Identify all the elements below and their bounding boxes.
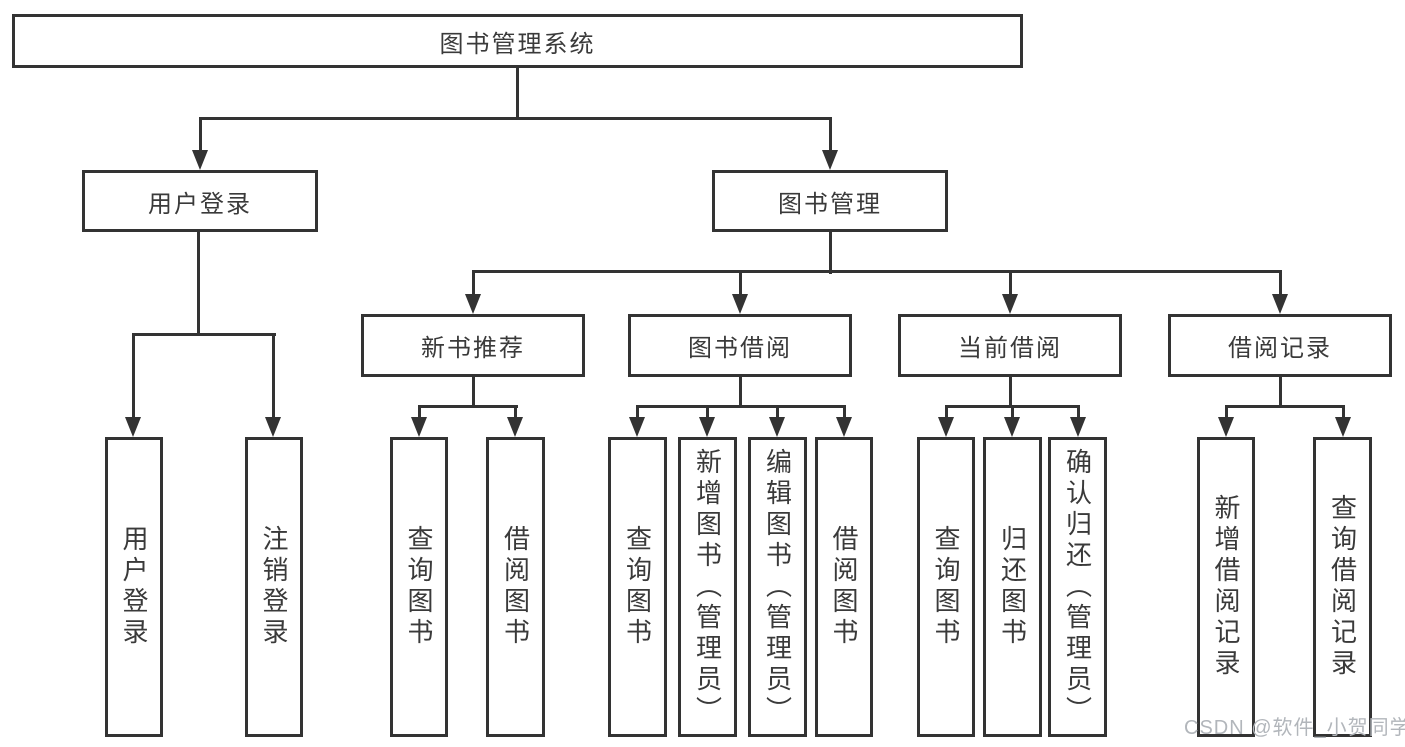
- connector-drop-book-borrow: [739, 270, 742, 296]
- connector-borrow-record-rail: [1225, 405, 1345, 408]
- connector-drop-leaf: [1342, 405, 1345, 419]
- leaf-user-login: 用户登录: [105, 437, 163, 737]
- connector-drop-leaf: [945, 405, 948, 419]
- connector-drop-current-borrow: [1009, 270, 1012, 296]
- connector-drop-borrow-record: [1279, 270, 1282, 296]
- connector-drop-leaf: [514, 405, 517, 419]
- arrowhead-down-icon: [265, 417, 281, 437]
- arrowhead-down-icon: [1002, 294, 1018, 314]
- arrowhead-down-icon: [465, 294, 481, 314]
- connector-borrow-record-stem: [1279, 377, 1282, 408]
- connector-user-login-rail: [132, 333, 276, 336]
- leaf-current-query-book: 查询图书: [917, 437, 975, 737]
- leaf-add-book-admin: 新增图书（管理员）: [678, 437, 737, 737]
- connector-recommend-stem: [472, 377, 475, 408]
- arrowhead-down-icon: [125, 417, 141, 437]
- arrowhead-down-icon: [699, 417, 715, 437]
- leaf-borrow-book: 借阅图书: [815, 437, 873, 737]
- connector-book-management-rail: [472, 270, 1282, 273]
- arrowhead-down-icon: [1335, 417, 1351, 437]
- leaf-confirm-return-admin: 确认归还（管理员）: [1048, 437, 1107, 737]
- node-book-management: 图书管理: [712, 170, 948, 232]
- connector-root-stem: [516, 68, 519, 119]
- arrowhead-down-icon: [938, 417, 954, 437]
- node-new-book-recommend: 新书推荐: [361, 314, 585, 377]
- connector-drop-leaf: [706, 405, 709, 419]
- leaf-recommend-query-book: 查询图书: [390, 437, 448, 737]
- connector-drop-leaf: [776, 405, 779, 419]
- leaf-add-borrow-record: 新增借阅记录: [1197, 437, 1255, 737]
- node-book-borrow: 图书借阅: [628, 314, 852, 377]
- connector-drop-leaf: [1077, 405, 1080, 419]
- connector-drop-book-management: [829, 117, 832, 152]
- leaf-return-book: 归还图书: [983, 437, 1042, 737]
- leaf-query-borrow-record: 查询借阅记录: [1313, 437, 1372, 737]
- connector-drop-user-login: [199, 117, 202, 152]
- node-current-borrow: 当前借阅: [898, 314, 1122, 377]
- connector-drop-leaf: [843, 405, 846, 419]
- leaf-edit-book-admin: 编辑图书（管理员）: [748, 437, 807, 737]
- connector-drop-leaf: [1225, 405, 1228, 419]
- connector-drop-new-book-recommend: [472, 270, 475, 296]
- leaf-logout: 注销登录: [245, 437, 303, 737]
- connector-drop-leaf: [1011, 405, 1014, 419]
- connector-drop-login: [132, 333, 135, 419]
- arrowhead-down-icon: [1004, 417, 1020, 437]
- connector-recommend-rail: [418, 405, 518, 408]
- connector-user-login-stem: [197, 232, 200, 335]
- arrowhead-down-icon: [769, 417, 785, 437]
- arrowhead-down-icon: [629, 417, 645, 437]
- connector-book-borrow-stem: [739, 377, 742, 408]
- node-user-login: 用户登录: [82, 170, 318, 232]
- arrowhead-down-icon: [507, 417, 523, 437]
- arrowhead-down-icon: [1218, 417, 1234, 437]
- arrowhead-down-icon: [1070, 417, 1086, 437]
- arrowhead-down-icon: [836, 417, 852, 437]
- connector-drop-logout: [272, 333, 275, 419]
- leaf-borrow-query-book: 查询图书: [608, 437, 667, 737]
- connector-root-rail: [199, 117, 832, 120]
- connector-book-management-stem: [829, 232, 832, 274]
- connector-book-borrow-rail: [636, 405, 846, 408]
- leaf-recommend-borrow-book: 借阅图书: [486, 437, 545, 737]
- connector-current-borrow-stem: [1009, 377, 1012, 408]
- arrowhead-down-icon: [822, 150, 838, 170]
- arrowhead-down-icon: [192, 150, 208, 170]
- node-borrow-record: 借阅记录: [1168, 314, 1392, 377]
- arrowhead-down-icon: [411, 417, 427, 437]
- connector-drop-leaf: [636, 405, 639, 419]
- connector-drop-leaf: [418, 405, 421, 419]
- node-root: 图书管理系统: [12, 14, 1023, 68]
- arrowhead-down-icon: [732, 294, 748, 314]
- watermark: CSDN @软件_小贺同学: [1184, 717, 1405, 739]
- arrowhead-down-icon: [1272, 294, 1288, 314]
